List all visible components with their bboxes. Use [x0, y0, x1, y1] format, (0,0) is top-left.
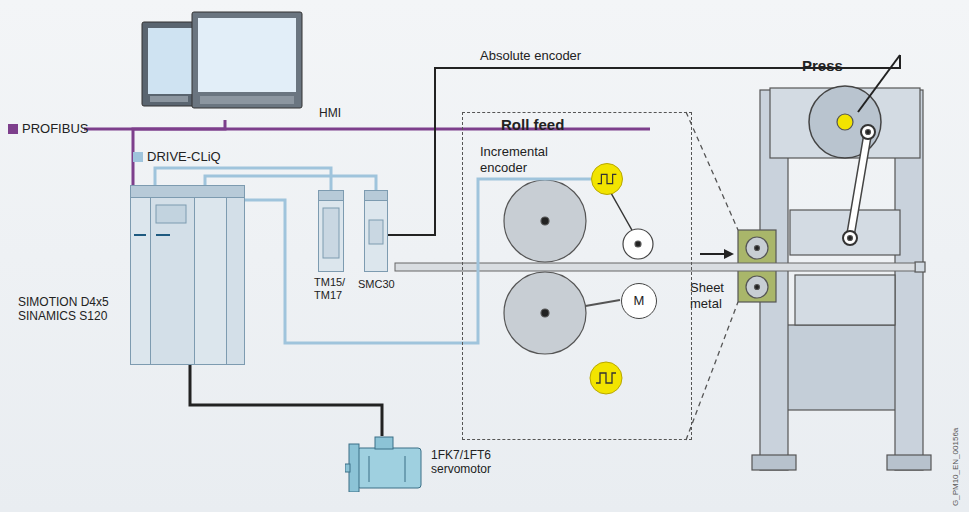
legend-swatch	[133, 152, 143, 162]
drive-unit-shape	[130, 185, 245, 365]
watermark: G_PM10_EN_00156a	[951, 428, 961, 506]
node-label: Press	[740, 55, 948, 75]
motor-encoder	[590, 362, 622, 394]
encoder-cable	[858, 55, 900, 112]
node-label: TM15/ TM17	[314, 276, 354, 302]
edge-label: Absolute encoder	[480, 48, 581, 64]
roll-feed-box: Roll feedIncremental encoderM	[462, 112, 692, 440]
incremental-encoder-shape	[592, 164, 622, 194]
drive-unit: SIMOTION D4x5 SINAMICS S120	[130, 185, 245, 365]
encoder-module: SMC30	[364, 190, 388, 272]
node-label: 1FK7/1FT6 servomotor	[431, 448, 521, 477]
feed-arrow	[700, 249, 734, 259]
terminal-module: TM15/ TM17	[318, 190, 344, 272]
incremental-encoder: Incremental encoder	[591, 163, 623, 195]
zoom-line	[686, 302, 738, 440]
legend-text: DRIVE-CLiQ	[147, 149, 221, 165]
hmi-panel-shape	[140, 10, 305, 120]
node-label: M	[634, 293, 645, 309]
node-label: SMC30	[358, 278, 395, 291]
connector	[388, 55, 900, 235]
node-label: Roll feed	[463, 113, 691, 134]
servomotor-shape	[345, 436, 425, 492]
legend-text: PROFIBUS	[22, 121, 88, 137]
hmi-panel: HMI	[140, 10, 305, 120]
node-label: Incremental encoder	[480, 144, 585, 175]
zoom-line	[686, 112, 738, 230]
connector	[190, 365, 382, 436]
roll-feed-rollers	[504, 180, 653, 354]
encoder-module-shape	[364, 190, 388, 272]
servomotor: 1FK7/1FT6 servomotor	[345, 436, 425, 492]
node-label: HMI	[319, 106, 341, 120]
sheet-metal	[395, 263, 915, 271]
motor-circle: M	[621, 283, 657, 319]
terminal-module-shape	[318, 190, 344, 272]
legend-swatch	[8, 124, 18, 134]
press: Press	[740, 55, 948, 470]
part-label: Sheet metal	[690, 280, 734, 311]
press-illustration	[752, 86, 931, 470]
connector	[245, 179, 591, 343]
node-label: SIMOTION D4x5 SINAMICS S120	[18, 295, 122, 324]
